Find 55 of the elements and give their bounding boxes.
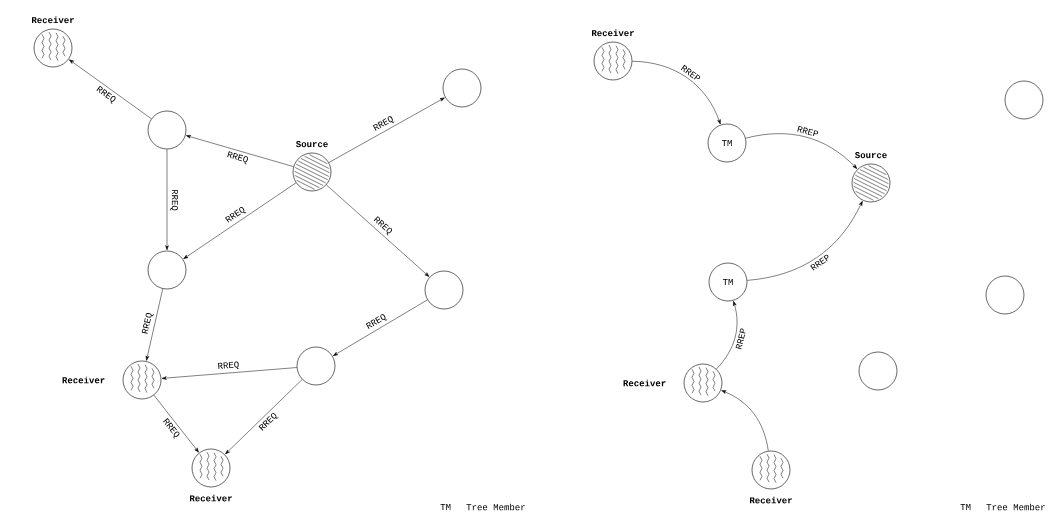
receiver-node: Receiver <box>190 448 232 502</box>
node-label: Receiver <box>190 494 232 502</box>
receiver-node: Receiver <box>592 29 634 81</box>
legend-text: TM <box>440 504 451 510</box>
arrow <box>745 133 858 169</box>
tree-member-node: TM <box>708 262 748 302</box>
node-circle <box>985 275 1025 315</box>
arrow <box>326 184 430 277</box>
receiver-node: Receiver <box>62 360 162 400</box>
legend-text: Tree Member <box>466 503 525 511</box>
legend-text: Tree Member <box>986 503 1045 511</box>
source-node: Source <box>292 141 332 192</box>
arrow <box>165 149 169 251</box>
node-label: Source <box>295 141 328 148</box>
node-label: Receiver <box>623 379 666 387</box>
node-label: Source <box>854 152 887 159</box>
node-label: Receiver <box>62 376 105 384</box>
edge-label: RREQ <box>227 151 248 165</box>
edge-label: RREP <box>797 125 819 137</box>
legend-text: TM <box>960 504 971 510</box>
node-circle <box>1004 80 1044 120</box>
receiver-node: Receiver <box>32 16 74 68</box>
node-circle <box>858 351 898 391</box>
node-label: Receiver <box>32 16 74 24</box>
arrow <box>632 61 721 125</box>
edge-label: RREQ <box>170 189 178 211</box>
edge-label: RREQ <box>372 116 395 131</box>
arrow <box>747 200 863 281</box>
receiver-node: Receiver <box>623 363 723 403</box>
node-circle <box>296 346 336 386</box>
node-label: Receiver <box>749 496 792 504</box>
arrow <box>328 97 445 163</box>
edge-label: RREQ <box>218 361 240 370</box>
arrow <box>333 299 428 356</box>
source-node: Source <box>851 152 891 203</box>
edge-label: RREQ <box>141 313 154 334</box>
node-label: Receiver <box>592 29 634 37</box>
arrow <box>225 379 303 455</box>
arrow <box>183 182 297 259</box>
arrow <box>716 301 738 370</box>
edge-label: RREP <box>735 328 746 350</box>
receiver-node: Receiver <box>750 450 792 504</box>
arrow <box>186 135 294 167</box>
node-circle <box>442 68 482 108</box>
arrow <box>721 390 769 452</box>
edge-label: RREQ <box>365 314 388 329</box>
tree-member-node: TM <box>707 123 747 163</box>
node-circle <box>424 270 464 310</box>
edge-label: RREP <box>680 64 701 80</box>
arrow <box>69 59 152 119</box>
arrow <box>161 367 297 380</box>
node-circle <box>147 250 187 290</box>
arrow <box>145 288 163 361</box>
arrow <box>153 394 199 453</box>
node-circle <box>147 110 187 150</box>
